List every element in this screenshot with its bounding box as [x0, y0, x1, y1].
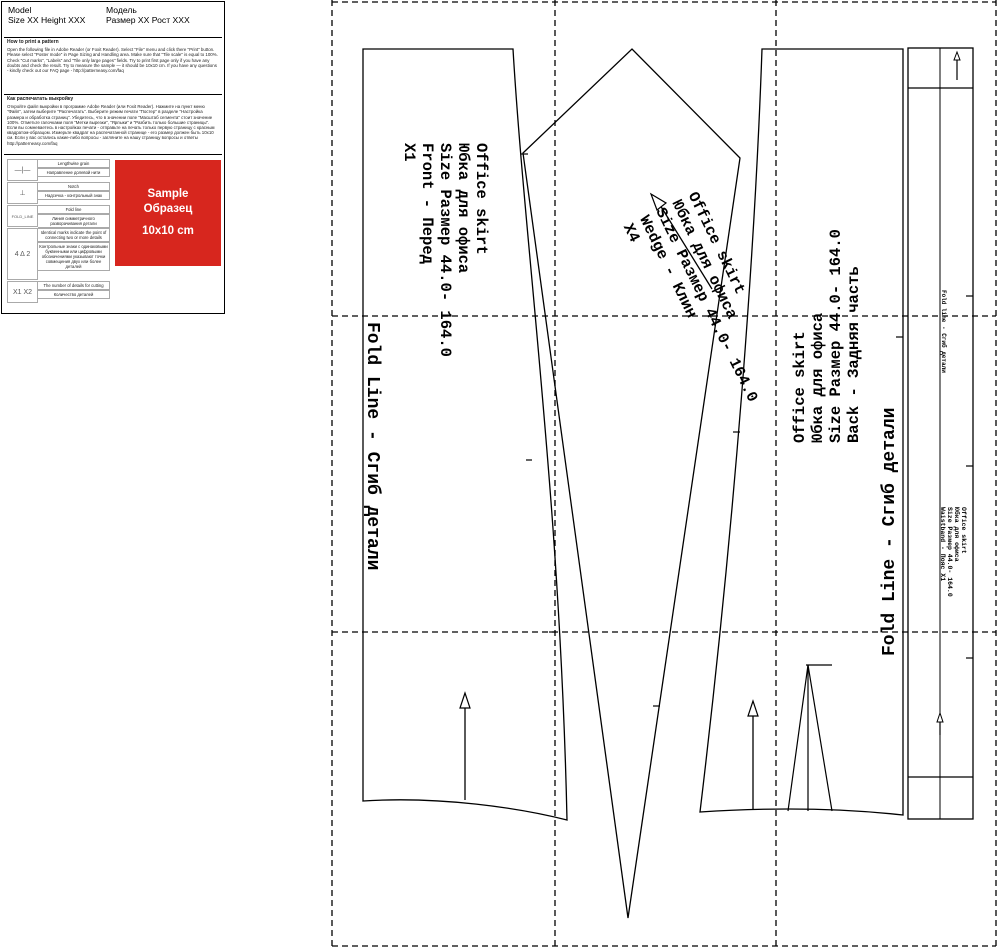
size-label-en: Size XX Height XXX [8, 15, 86, 25]
grain-line-icon: —|— [7, 159, 38, 181]
back-piece: Office skirt Юбка для офиса Size Размер … [699, 48, 904, 816]
model-label-en: Model [8, 5, 32, 15]
waistband-label-line: Office skirt [960, 507, 967, 554]
back-label-line: Юбка для офиса [809, 313, 827, 443]
back-notches [806, 336, 903, 666]
legend-row-notch: ⊥ Notch Надсечка - контрольный знак [7, 182, 110, 204]
front-label-line: X1 [400, 143, 418, 162]
legend-text: Направление долевой нити [38, 168, 110, 177]
grain-arrow [459, 691, 471, 800]
waistband-label-line: Waistband - Пояс X1 [939, 507, 946, 581]
sample-label-ru: Образец [143, 202, 193, 215]
legend-text: Надсечка - контрольный знак [38, 191, 110, 200]
divider [4, 154, 222, 155]
front-label-line: Юбка для офиса [454, 143, 472, 273]
print-title-ru: Как распечатать выкройку [7, 96, 74, 102]
sample-square: Sample Образец 10x10 cm [115, 160, 221, 266]
front-piece-outline [362, 48, 568, 821]
sample-size: 10x10 cm [142, 225, 194, 238]
grain-arrow [649, 192, 713, 290]
wedge-notches [549, 431, 740, 707]
front-label-line: Office skirt [472, 143, 490, 255]
back-fold-label: Fold Line - Сгиб детали [879, 408, 900, 656]
legend-text: Линия симметричного разворачивания детал… [38, 214, 110, 228]
legend-text: Fold line [38, 205, 110, 214]
wedge-piece-outline [522, 48, 741, 919]
back-label-line: Back - Задняя часть [845, 266, 863, 443]
legend-text: Контрольные знаки с одинаковыми буквенны… [38, 242, 110, 271]
waistband-grain-arrow [936, 50, 961, 735]
fold-line-icon: FOLD_LINE [7, 205, 38, 227]
match-marks-icon: 4 Δ 2 [7, 228, 38, 280]
legend-text: The number of details for cutting [38, 281, 110, 290]
waistband-notches [966, 295, 973, 659]
waistband-label-line: Size Размер 44.0- 164.0 [946, 507, 953, 597]
print-text-ru: Откройте файл выкройки в программе Adobe… [7, 104, 215, 146]
size-label-ru: Размер XX Рост XXX [106, 15, 190, 25]
info-panel: Model Size XX Height XXX Модель Размер X… [1, 1, 225, 314]
legend-row-grain: —|— Lengthwise grain Направление долевой… [7, 159, 110, 181]
model-label-ru: Модель [106, 5, 137, 15]
grain-arrow [747, 699, 759, 810]
waistband-label: Office skirt Юбка для офиса Size Размер … [939, 507, 967, 597]
legend-text: Lengthwise grain [38, 159, 110, 168]
print-title-en: How to print a pattern [7, 39, 59, 45]
back-label-line: Office skirt [791, 331, 809, 443]
front-label-line: Size Размер 44.0- 164.0 [436, 143, 454, 357]
legend: —|— Lengthwise grain Направление долевой… [7, 159, 110, 304]
divider [4, 94, 222, 95]
legend-row-count: X1 X2 The number of details for cutting … [7, 281, 110, 303]
back-label-line: Size Размер 44.0- 164.0 [827, 229, 845, 443]
notch-icon: ⊥ [7, 182, 38, 204]
legend-text: Количество деталей [38, 290, 110, 299]
front-notches [521, 153, 532, 461]
back-piece-outline [699, 48, 904, 816]
sample-label-en: Sample [147, 188, 189, 201]
waistband-piece: Fold line - Сгиб детали Office skirt Юбк… [907, 47, 974, 820]
divider [4, 37, 222, 38]
print-instructions-ru: Как распечатать выкройку Откройте файл в… [7, 96, 219, 146]
front-label-line: Front - Перед [418, 143, 436, 264]
legend-text: Identical marks indicate the point of co… [38, 228, 110, 242]
front-piece: Office skirt Юбка для офиса Size Размер … [362, 48, 568, 821]
front-fold-label: Fold Line - Сгиб детали [362, 322, 383, 570]
legend-row-fold: FOLD_LINE Fold line Линия симметричного … [7, 205, 110, 228]
model-info-en: Model Size XX Height XXX [8, 5, 85, 25]
page-tile-grid [331, 0, 997, 949]
print-text-en: Open the following file in Adobe Reader … [7, 47, 218, 74]
print-instructions-en: How to print a pattern Open the followin… [7, 39, 219, 74]
waistband-fold-label: Fold line - Сгиб детали [940, 290, 947, 373]
legend-text: Notch [38, 182, 110, 191]
waistband-label-line: Юбка для офиса [953, 507, 961, 562]
back-darts [787, 664, 833, 812]
model-info-ru: Модель Размер XX Рост XXX [106, 5, 190, 25]
legend-row-marks: 4 Δ 2 Identical marks indicate the point… [7, 228, 110, 280]
count-icon: X1 X2 [7, 281, 38, 303]
